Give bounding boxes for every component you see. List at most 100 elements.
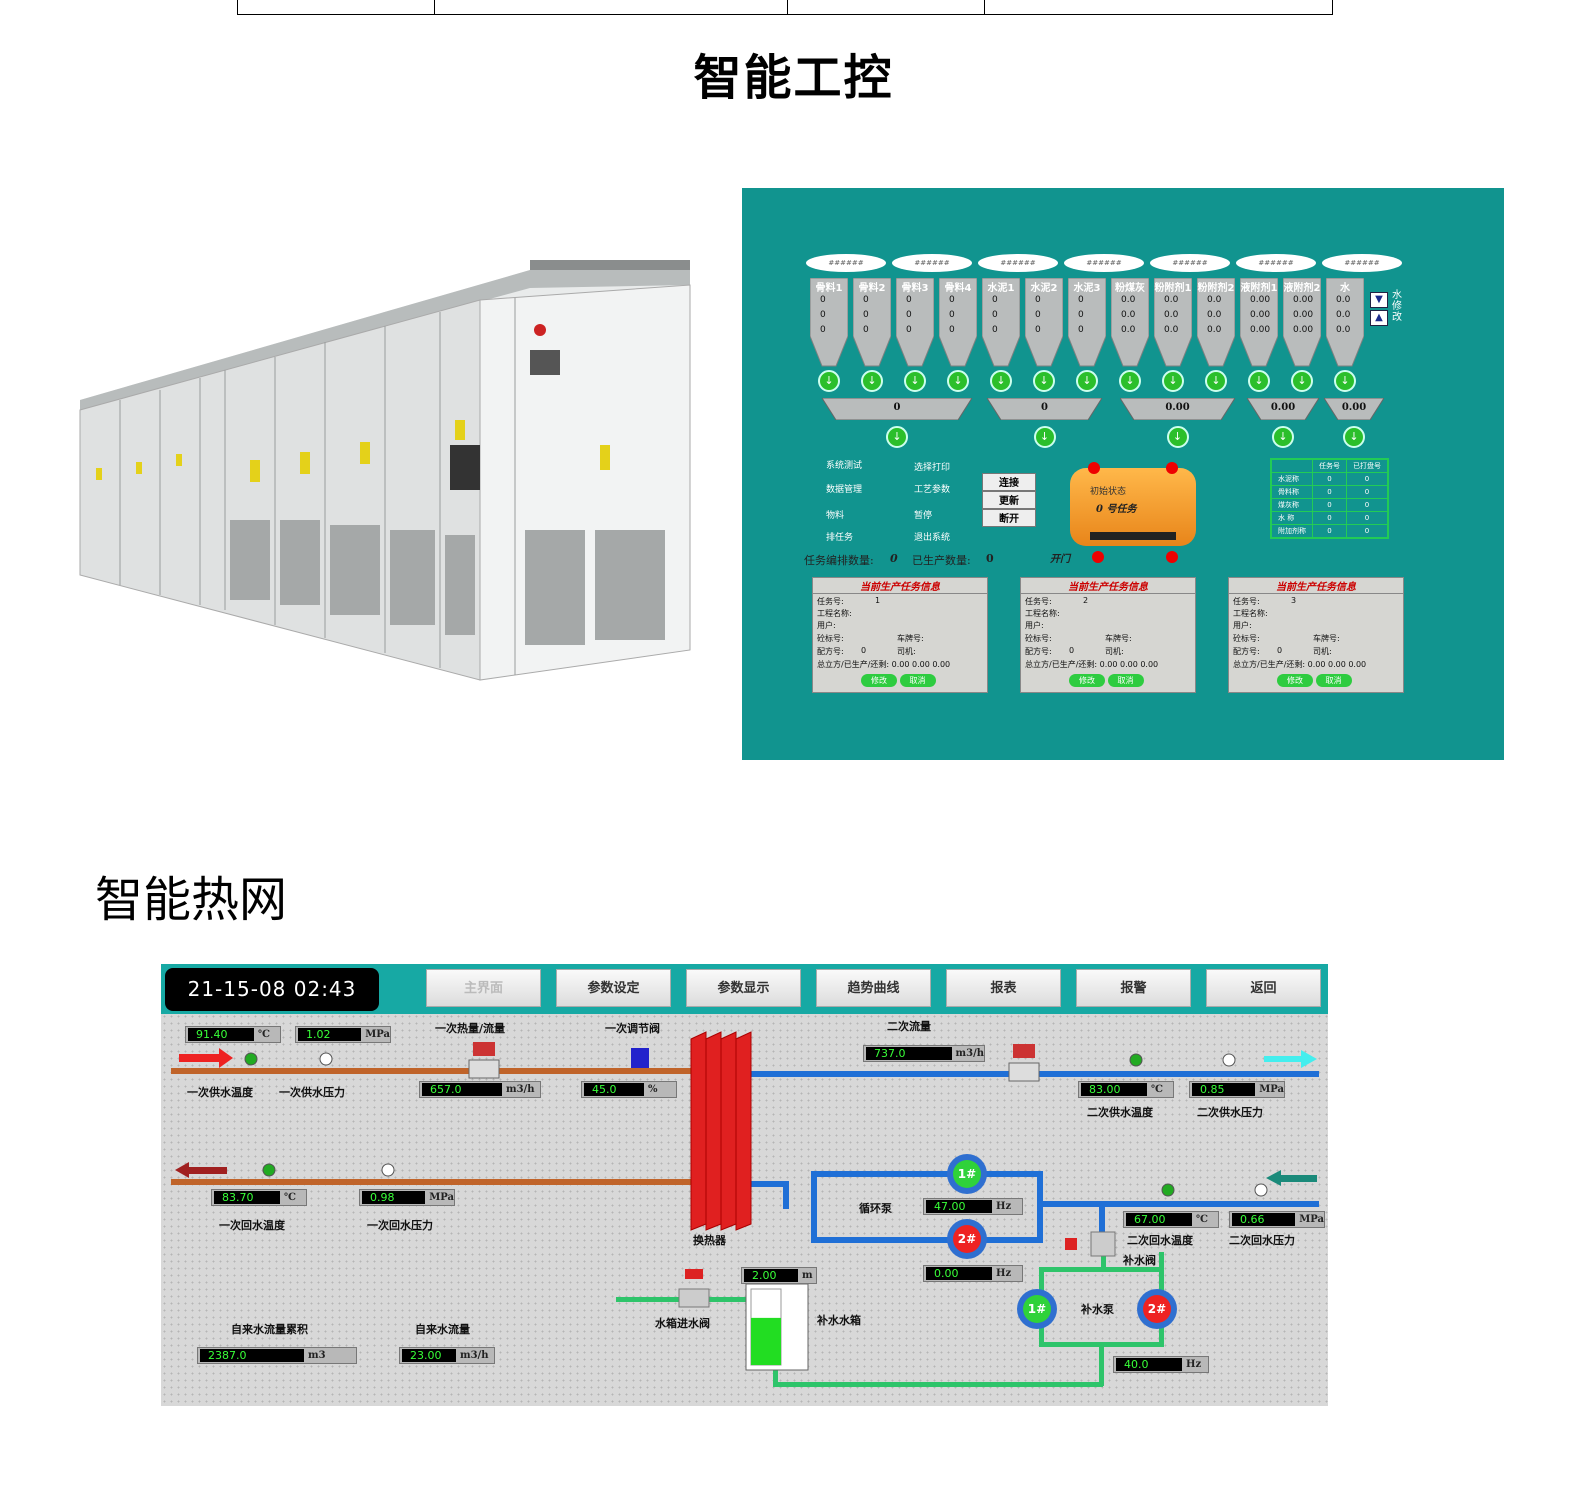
silo-bubble: ###### (892, 254, 972, 272)
grade-label: 砼标号: (817, 634, 844, 643)
car-label: 车牌号: (1105, 634, 1132, 643)
tap-total-label: 自来水流量累积 (231, 1323, 308, 1336)
secondary-return-temp-label: 二次回水温度 (1127, 1234, 1193, 1247)
stat-cell: 0 (1346, 472, 1389, 486)
connect-button[interactable]: 连接 (982, 473, 1036, 491)
discharge-arrow-icon[interactable]: ↓ (990, 370, 1012, 392)
menu-item-process-params[interactable]: 工艺参数 (914, 485, 951, 495)
discharge-arrow-icon[interactable]: ↓ (1162, 370, 1184, 392)
task-count-value: 0 (890, 552, 898, 565)
silo-label: 粉附剂2 (1197, 283, 1235, 294)
hopper-discharge-icon[interactable]: ↓ (1166, 426, 1189, 448)
primary-valve-display: 45.0% (581, 1081, 677, 1098)
tab-0[interactable]: 主界面 (426, 969, 541, 1007)
silo-value: 0.00 (1293, 310, 1314, 320)
stat-cell: 0 (1346, 498, 1389, 512)
silo-value: 0 (906, 310, 912, 320)
menu-item-schedule-task[interactable]: 排任务 (826, 533, 854, 543)
modify-button[interactable]: 修改 (1069, 674, 1105, 687)
makeup-pump-label: 补水泵 (1081, 1303, 1114, 1316)
discharge-arrow-icon[interactable]: ↓ (1119, 370, 1141, 392)
pipe-network (171, 1031, 1319, 1387)
task-panel: 当前生产任务信息 任务号: 3 工程名称: 用户: 砼标号: 车牌号: 配方号:… (1228, 577, 1404, 693)
silo-label: 骨料1 (815, 283, 843, 294)
discharge-arrow-icon[interactable]: ↓ (818, 370, 840, 392)
stat-cell: 水 称 (1270, 511, 1313, 525)
discharge-arrow-icon[interactable]: ↓ (1076, 370, 1098, 392)
discharge-arrow-icon[interactable]: ↓ (1334, 370, 1356, 392)
driver-label: 司机: (1313, 647, 1332, 656)
hopper-discharge-icon[interactable]: ↓ (1272, 426, 1294, 448)
discharge-arrow-icon[interactable]: ↓ (904, 370, 926, 392)
makeup-pump-1-icon[interactable]: 1# (1017, 1289, 1057, 1329)
menu-item-exit[interactable]: 退出系统 (914, 533, 951, 543)
cancel-button[interactable]: 取消 (899, 674, 936, 687)
tab-2[interactable]: 参数显示 (686, 969, 801, 1007)
stat-header: 任务号 (1312, 458, 1347, 473)
tab-1[interactable]: 参数设定 (556, 969, 671, 1007)
menu-item-data-manage[interactable]: 数据管理 (826, 485, 863, 495)
silo-bubble: ###### (1150, 254, 1230, 272)
tab-6[interactable]: 返回 (1206, 969, 1321, 1007)
tab-4[interactable]: 报表 (946, 969, 1061, 1007)
stat-cell: 水泥称 (1270, 472, 1313, 486)
silo-value: 0 (992, 310, 998, 320)
scroll-down-icon[interactable]: ▼ (1370, 292, 1388, 308)
menu-item-print[interactable]: 选择打印 (914, 463, 951, 473)
silo-bubble: ###### (978, 254, 1058, 272)
menu-item-material[interactable]: 物料 (826, 511, 845, 521)
silo-value: 0 (820, 325, 826, 335)
silo-label: 液附剂1 (1240, 283, 1278, 294)
silo-value: 0 (820, 310, 826, 320)
task-panel: 当前生产任务信息 任务号: 2 工程名称: 用户: 砼标号: 车牌号: 配方号:… (1020, 577, 1196, 693)
circ-pump-1-icon[interactable]: 1# (947, 1154, 987, 1194)
silo-bubble: ###### (1236, 254, 1316, 272)
modify-button[interactable]: 修改 (861, 674, 897, 687)
cancel-button[interactable]: 取消 (1315, 674, 1352, 687)
task-no-label: 任务号: (1025, 597, 1052, 606)
stat-header (1270, 458, 1313, 473)
circ-pump-2-icon[interactable]: 2# (947, 1219, 987, 1259)
menu-item-pause[interactable]: 暂停 (914, 511, 933, 521)
tab-5[interactable]: 报警 (1076, 969, 1191, 1007)
silo-label: 骨料3 (901, 283, 929, 294)
hopper-value: 0.00 (1165, 402, 1190, 413)
clock-display: 21-15-08 02:43 (165, 968, 379, 1011)
makeup-pump-2-icon[interactable]: 2# (1137, 1289, 1177, 1329)
project-label: 工程名称: (817, 609, 852, 618)
modify-button[interactable]: 修改 (1277, 674, 1313, 687)
silo-value: 0 (863, 325, 869, 335)
scroll-up-icon[interactable]: ▲ (1370, 310, 1388, 326)
user-label: 用户: (1233, 621, 1252, 630)
makeup-tank-label: 补水水箱 (817, 1314, 861, 1327)
totals-line: 总立方/已生产/还剩: 0.00 0.00 0.00 (1233, 660, 1367, 669)
silo-value: 0.0 (1207, 295, 1222, 305)
door-indicator-light (1092, 551, 1104, 563)
stat-cell: 0 (1312, 498, 1347, 512)
door-indicator-light (1166, 551, 1178, 563)
tab-3[interactable]: 趋势曲线 (816, 969, 931, 1007)
discharge-arrow-icon[interactable]: ↓ (1248, 370, 1270, 392)
discharge-arrow-icon[interactable]: ↓ (1033, 370, 1055, 392)
silo-value: 0.0 (1336, 325, 1351, 335)
discharge-arrow-icon[interactable]: ↓ (1205, 370, 1227, 392)
produced-count-label: 已生产数量: (912, 554, 971, 567)
menu-item-system-test[interactable]: 系统测试 (826, 461, 863, 471)
silo-value: 0 (906, 325, 912, 335)
discharge-arrow-icon[interactable]: ↓ (861, 370, 883, 392)
hopper-discharge-icon[interactable]: ↓ (1343, 426, 1365, 448)
discharge-arrow-icon[interactable]: ↓ (947, 370, 969, 392)
recipe-label: 配方号: (1025, 647, 1052, 656)
disconnect-button[interactable]: 断开 (982, 509, 1036, 527)
hopper-discharge-icon[interactable]: ↓ (886, 426, 908, 448)
discharge-arrow-icon[interactable]: ↓ (1291, 370, 1313, 392)
hopper-discharge-icon[interactable]: ↓ (1033, 426, 1056, 448)
silo-label: 水泥2 (1030, 283, 1058, 294)
refresh-button[interactable]: 更新 (982, 491, 1036, 509)
cancel-button[interactable]: 取消 (1107, 674, 1144, 687)
silo-bubble: ###### (1064, 254, 1144, 272)
